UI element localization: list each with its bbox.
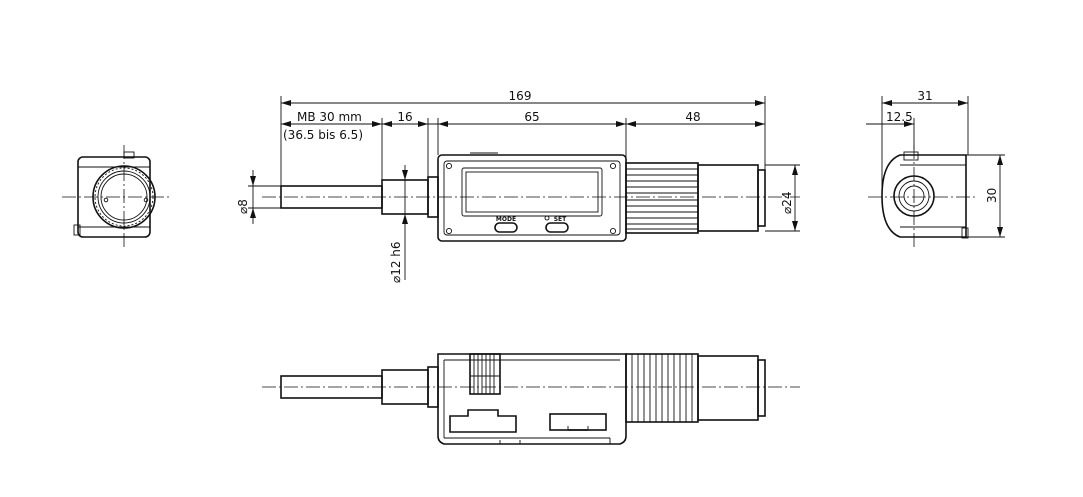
dim-spindle-diameter: ⌀8 [236,199,250,214]
dim-side-offset: 12.5 [886,110,913,124]
connector-port [449,409,517,433]
bottom-view [262,353,800,445]
battery-cover [549,413,607,431]
dim-overall-length: 169 [509,89,532,103]
thimble-cap [697,164,759,232]
dim-side-height: 30 [985,188,999,203]
dim-sleeve-diameter: ⌀12 h6 [389,241,403,283]
lcd-screen [465,171,599,213]
set-button [545,222,569,233]
lcd-frame [461,167,603,217]
front-view: MODE SET 169 [236,89,800,283]
dim-sleeve-length: 16 [397,110,412,124]
set-button-label: SET [554,216,567,223]
thimble-ribbed [625,162,699,234]
dim-stroke-label: MB 30 mm [297,110,362,124]
dim-stroke-range: (36.5 bis 6.5) [283,128,363,142]
dim-thimble-length: 48 [685,110,700,124]
knurl-ring [94,167,154,227]
right-side-view: 31 12.5 30 [866,89,1005,250]
dim-side-width: 31 [917,89,932,103]
thimble-ribs [626,168,698,230]
mode-button-label: MODE [496,216,516,223]
dim-display-length: 65 [524,110,539,124]
mode-button [494,222,518,233]
left-end-view [62,145,170,250]
dim-thimble-diameter: ⌀24 [780,192,794,215]
